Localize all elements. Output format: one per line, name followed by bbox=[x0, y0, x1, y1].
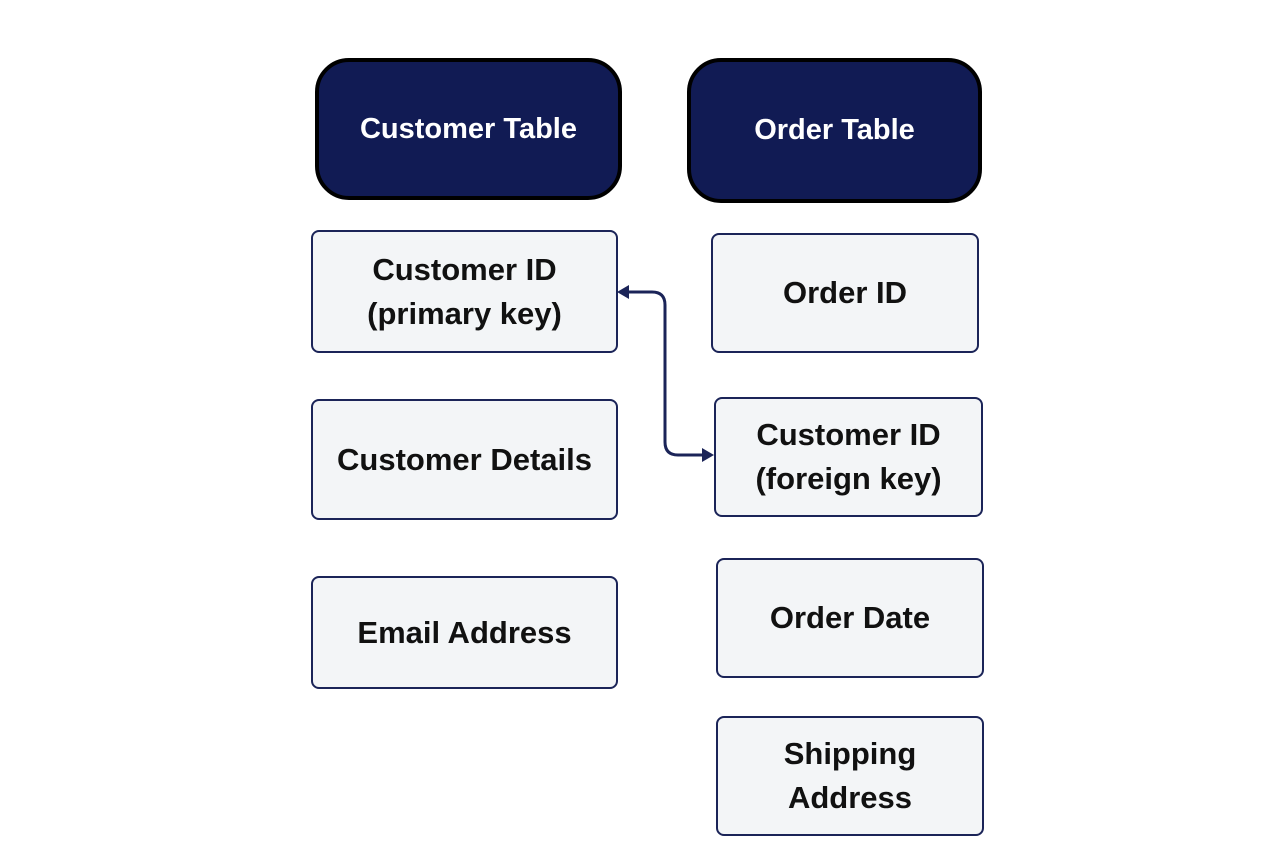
order-table-header: Order Table bbox=[687, 58, 982, 203]
order-date-label: Order Date bbox=[769, 600, 931, 635]
order-date-field: Order Date bbox=[716, 558, 984, 678]
arrowhead-left-icon bbox=[617, 285, 629, 299]
customer-table-title: Customer Table bbox=[359, 112, 577, 145]
email-address-label: Email Address bbox=[357, 614, 572, 650]
customer-details-label: Customer Details bbox=[337, 441, 592, 477]
order-table-title: Order Table bbox=[754, 114, 915, 146]
relationship-line bbox=[628, 290, 703, 457]
shipping-address-field: Shipping Address bbox=[716, 716, 984, 836]
customer-id-primary-key-label: Customer ID (primary key) bbox=[367, 251, 562, 331]
customer-details-field: Customer Details bbox=[311, 399, 618, 520]
order-id-field: Order ID bbox=[711, 233, 979, 353]
customer-table-header: Customer Table bbox=[315, 58, 622, 200]
customer-id-primary-key-field: Customer ID (primary key) bbox=[311, 230, 618, 353]
customer-id-foreign-key-label: Customer ID (foreign key) bbox=[755, 417, 942, 496]
email-address-field: Email Address bbox=[311, 576, 618, 689]
arrowhead-right-icon bbox=[702, 448, 714, 462]
customer-id-foreign-key-field: Customer ID (foreign key) bbox=[714, 397, 983, 517]
order-id-label: Order ID bbox=[782, 275, 908, 310]
shipping-address-label: Shipping Address bbox=[783, 736, 917, 815]
